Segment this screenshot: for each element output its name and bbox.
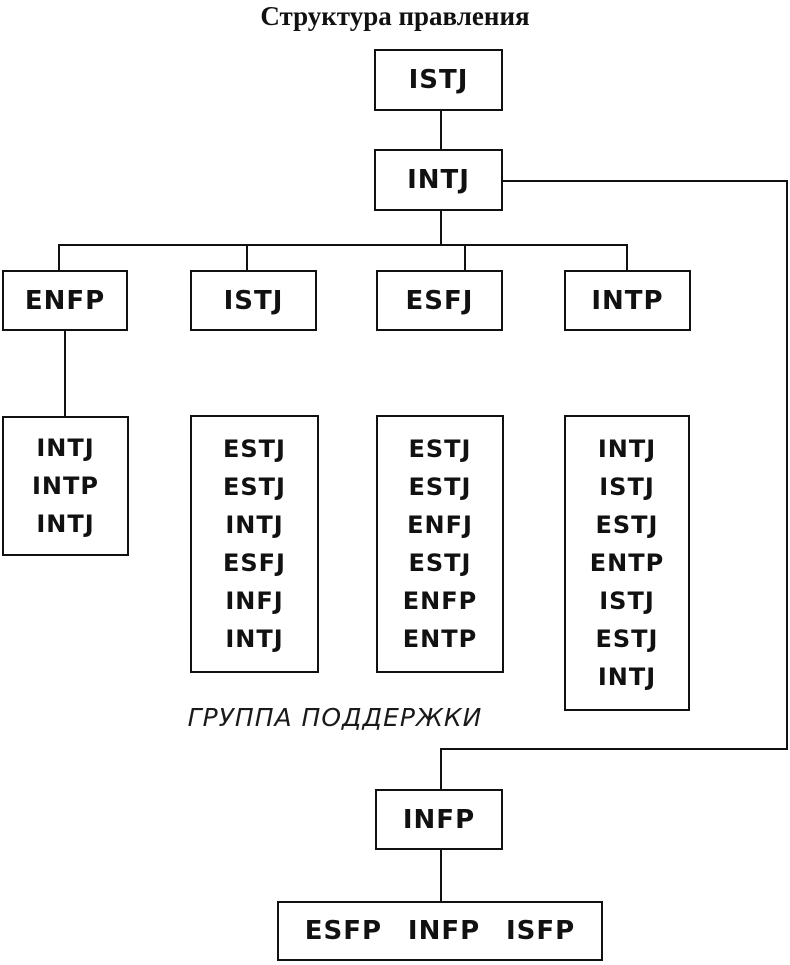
- node-label: ISTJ: [223, 285, 284, 316]
- team-member-label: INTJ: [225, 511, 284, 539]
- team-member-label: ESTJ: [408, 549, 472, 577]
- node-label: INTP: [591, 285, 664, 316]
- team-list-branch-1: INTJ INTP INTJ: [2, 416, 129, 556]
- team-list-branch-2: ESTJ ESTJ INTJ ESFJ INFJ INTJ: [190, 415, 319, 673]
- page-title: Структура правления: [260, 1, 530, 31]
- team-list-branch-4: INTJ ISTJ ESTJ ENTP ISTJ ESTJ INTJ: [564, 415, 690, 711]
- team-member-label: ESTJ: [223, 435, 286, 463]
- team-member-label: INTJ: [597, 663, 657, 691]
- node-label: ENFP: [24, 285, 106, 316]
- team-member-label: INTJ: [225, 625, 284, 653]
- node-branch-4: INTP: [564, 270, 691, 331]
- team-member-label: ESTJ: [223, 473, 286, 501]
- team-member-label: ENFP: [402, 587, 478, 615]
- team-member-label: ESTJ: [595, 511, 659, 539]
- team-member-label: ESFJ: [222, 549, 286, 577]
- team-member-label: ENTP: [402, 625, 478, 653]
- node-branch-3: ESFJ: [376, 270, 503, 331]
- node-branch-1: ENFP: [2, 270, 128, 331]
- team-member-label: ENFJ: [407, 511, 473, 539]
- node-branch-2: ISTJ: [190, 270, 317, 331]
- team-member-label: ESTJ: [408, 473, 472, 501]
- team-member-label: INTJ: [597, 435, 657, 463]
- team-member-label: ESFP: [304, 916, 383, 946]
- team-member-label: ESTJ: [408, 435, 472, 463]
- node-chairman: ISTJ: [374, 49, 503, 111]
- node-coordinator: INFP: [375, 789, 503, 850]
- team-member-label: ENTP: [589, 549, 665, 577]
- wire-deputy-to-coordinator: [440, 180, 788, 790]
- support-team-box: ESFP INFP ISFP: [277, 901, 603, 961]
- team-member-label: ISTJ: [599, 587, 655, 615]
- node-label: ISTJ: [408, 65, 469, 95]
- team-member-label: ISTJ: [599, 473, 655, 501]
- node-label: INTJ: [407, 165, 470, 195]
- team-list-branch-3: ESTJ ESTJ ENFJ ESTJ ENFP ENTP: [376, 415, 504, 673]
- team-member-label: ISFP: [505, 916, 576, 946]
- support-group-label: ГРУППА ПОДДЕРЖКИ: [187, 703, 483, 732]
- team-member-label: INTJ: [36, 434, 95, 462]
- node-label: INFP: [402, 804, 476, 835]
- team-member-label: INTP: [32, 472, 99, 500]
- team-member-label: INFP: [407, 916, 481, 946]
- team-member-label: INTJ: [36, 510, 95, 538]
- node-label: ESFJ: [405, 285, 474, 316]
- team-member-label: ESTJ: [595, 625, 659, 653]
- node-deputy: INTJ: [374, 149, 503, 211]
- team-member-label: INFJ: [225, 587, 284, 615]
